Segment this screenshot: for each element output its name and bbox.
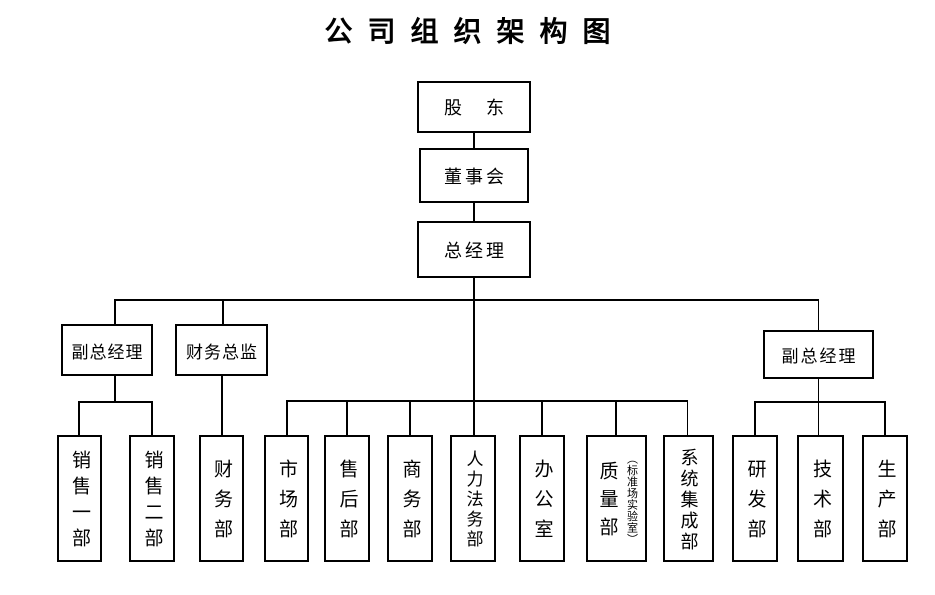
connector-drop-marketing-dept	[286, 400, 288, 435]
org-node-sales-dept-1: 销售一部	[57, 435, 102, 562]
org-node-hr-legal-dept-label: 人力法务部	[463, 450, 483, 550]
connector-drop-commerce-dept	[409, 400, 411, 435]
org-node-finance-dept: 财务部	[199, 435, 244, 562]
connector-deputy-gm-right-riser-tech-drop	[817, 379, 819, 435]
org-node-tech-dept-label: 技术部	[810, 459, 831, 549]
org-node-shareholders: 股 东	[417, 81, 531, 133]
org-node-system-integration-dept: 系统集成部	[663, 435, 714, 562]
connector-right-hbar	[754, 401, 885, 403]
org-node-deputy-gm-left-label: 副总经理	[71, 342, 144, 362]
org-node-office: 办公室	[519, 435, 565, 562]
connector-drop-office	[541, 400, 543, 435]
connector-drop-system-integration-dept	[686, 400, 688, 435]
org-node-board-label: 董事会	[444, 166, 507, 187]
connector-deputy-gm-left-riser	[114, 376, 116, 402]
org-node-quality-dept-note: （标准场实验室）	[625, 452, 638, 545]
org-node-production-dept-label: 生产部	[874, 459, 896, 549]
connector-drop-rd-dept	[754, 401, 756, 435]
connector-left-hbar	[78, 401, 152, 403]
org-node-sales-dept-1-label: 销售一部	[69, 450, 90, 554]
org-node-aftersales-dept-label: 售后部	[336, 459, 358, 549]
org-node-commerce-dept-label: 商务部	[399, 459, 421, 549]
connector-drop-finance-director	[222, 299, 224, 325]
org-node-aftersales-dept: 售后部	[324, 435, 370, 562]
org-node-general-manager: 总经理	[417, 221, 531, 278]
org-node-finance-director-label: 财务总监	[186, 342, 258, 362]
connector-board-gm	[473, 203, 475, 221]
org-node-production-dept: 生产部	[862, 435, 908, 562]
connector-drop-production-dept	[884, 401, 886, 435]
org-node-tech-dept: 技术部	[797, 435, 844, 562]
org-node-general-manager-label: 总经理	[444, 240, 507, 261]
org-node-sales-dept-2: 销售二部	[129, 435, 175, 562]
org-node-quality-dept-label: 质量部	[596, 461, 618, 545]
org-node-quality-dept-content: 质量部 （标准场实验室）	[594, 452, 640, 546]
org-node-shareholders-label: 股 东	[444, 98, 507, 118]
org-node-marketing-dept: 市场部	[264, 435, 309, 562]
connector-drop-quality-dept	[615, 400, 617, 435]
org-node-rd-dept-label: 研发部	[744, 459, 766, 549]
connector-drop-sales-dept-1	[78, 401, 80, 435]
org-node-quality-dept: 质量部 （标准场实验室）	[586, 435, 647, 562]
org-node-deputy-gm-right-label: 副总经理	[781, 347, 858, 366]
org-node-hr-legal-dept: 人力法务部	[450, 435, 496, 562]
connector-drop-deputy-gm-right	[817, 299, 819, 331]
org-node-rd-dept: 研发部	[732, 435, 778, 562]
org-node-commerce-dept: 商务部	[387, 435, 433, 562]
org-node-finance-director: 财务总监	[175, 324, 268, 376]
org-node-board: 董事会	[419, 148, 529, 203]
connector-shareholders-board	[473, 133, 475, 148]
org-node-deputy-gm-left: 副总经理	[61, 324, 153, 376]
org-node-sales-dept-2-label: 销售二部	[141, 450, 163, 554]
connector-main-hbar	[114, 299, 819, 301]
connector-drop-aftersales-dept	[346, 400, 348, 435]
page-title: 公司组织架构图	[324, 16, 626, 47]
connector-drop-sales-dept-2	[151, 401, 153, 435]
connector-gm-center-drop	[473, 278, 475, 435]
org-node-finance-dept-label: 财务部	[211, 459, 232, 549]
connector-center-hbar	[286, 400, 688, 402]
org-node-deputy-gm-right: 副总经理	[763, 330, 874, 379]
org-node-marketing-dept-label: 市场部	[276, 459, 297, 549]
org-node-system-integration-dept-label: 系统集成部	[678, 447, 699, 553]
connector-drop-deputy-gm-left	[114, 299, 116, 325]
connector-finance-director-finance-dept	[221, 376, 223, 435]
org-node-office-label: 办公室	[531, 459, 553, 549]
